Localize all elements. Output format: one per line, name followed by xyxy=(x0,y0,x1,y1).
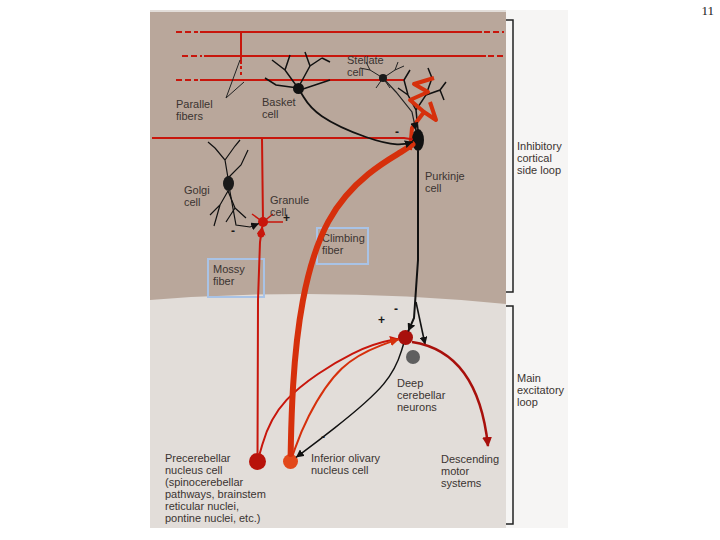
parallel-fibers xyxy=(152,32,505,138)
climbing-collateral xyxy=(293,340,398,455)
label-column xyxy=(506,10,568,528)
cell-body-shape xyxy=(283,454,298,469)
cell-label: Purkinje cell xyxy=(425,170,471,194)
climbing-fiber-terminal xyxy=(410,78,436,150)
sign-label: - xyxy=(321,431,333,443)
golgi-axon xyxy=(230,191,259,227)
cell-body xyxy=(412,129,424,151)
parallel-fiber xyxy=(182,55,202,57)
climbing-fiber xyxy=(291,144,413,454)
cell-body xyxy=(258,217,268,227)
parallel-fiber xyxy=(176,79,198,81)
loop-label: Main excitatory loop xyxy=(517,372,573,408)
parallel-fiber xyxy=(240,66,242,78)
deep-neuron xyxy=(406,350,420,364)
cell-body xyxy=(249,453,266,470)
cell-body xyxy=(283,454,298,469)
purkinje-soma: Purkinje cell xyxy=(412,129,424,151)
granule-axon xyxy=(262,138,412,217)
cell-body-shape xyxy=(258,217,268,227)
figure-background xyxy=(150,10,506,528)
stellate-soma: Stellate cell xyxy=(379,74,387,82)
olivary-soma: Inferior olivary nucleus cell xyxy=(283,454,298,469)
parallel-fiber xyxy=(152,137,262,139)
cell-body xyxy=(379,74,387,82)
cell-body xyxy=(293,83,304,94)
sign-label: - xyxy=(231,225,243,237)
sign-label: + xyxy=(283,212,295,224)
cell-label: Inferior olivary nucleus cell xyxy=(311,452,397,476)
precerebellar-soma: Precerebellar nucleus cell (spinocerebel… xyxy=(249,453,266,470)
sign-label: - xyxy=(395,126,407,138)
bracket xyxy=(506,306,513,524)
dendrite xyxy=(208,140,248,226)
nucleo-olivary-axon xyxy=(297,345,404,457)
cell-label: Stellate cell xyxy=(347,54,393,78)
cell-label: Golgi cell xyxy=(184,184,218,208)
basket-axon xyxy=(301,93,412,144)
cell-label: Deep cerebellar neurons xyxy=(397,377,453,413)
parallel-fiber xyxy=(200,31,482,33)
mossy-fiber xyxy=(258,227,263,453)
sign-label: + xyxy=(378,314,390,326)
parallel-fiber xyxy=(484,31,504,33)
cell-label: Basket cell xyxy=(262,96,302,120)
cell-body-shape xyxy=(398,330,413,345)
cell-body-shape xyxy=(249,453,266,470)
cell-body-shape xyxy=(223,176,234,191)
mossy-rosette xyxy=(258,231,265,238)
fiber-label: Mossy fiber xyxy=(209,260,263,287)
cell-label: Precerebellar nucleus cell (spinocerebel… xyxy=(165,452,269,524)
purkinje-dendrites xyxy=(398,68,446,130)
parallel-fiber xyxy=(488,55,505,57)
cortex-band xyxy=(150,12,506,304)
cell-label: Granule cell xyxy=(270,194,314,218)
page-number: 11 xyxy=(680,5,714,17)
dendrite xyxy=(398,68,446,130)
stellate-axon xyxy=(386,81,416,130)
fiber-label: Climbing fiber xyxy=(318,229,367,256)
granule-soma: Granule cell xyxy=(258,217,268,227)
parallel-fiber xyxy=(204,55,486,57)
cell-body xyxy=(223,176,234,191)
basket-soma: Basket cell xyxy=(293,83,304,94)
golgi-soma: Golgi cell xyxy=(223,176,234,191)
cell-body-shape xyxy=(293,83,304,94)
cell-body-shape xyxy=(379,74,387,82)
deep-neuron-soma: Deep cerebellar neurons xyxy=(398,330,413,345)
callout-box: Mossy fiber xyxy=(207,258,265,298)
cell-body-shape xyxy=(412,129,424,151)
callout-box: Climbing fiber xyxy=(316,227,369,265)
axon-branch xyxy=(416,302,425,344)
leader-line xyxy=(226,60,244,98)
bracket xyxy=(506,20,513,292)
cell-body xyxy=(398,330,413,345)
parallel-fiber xyxy=(240,32,242,64)
structure-label: Parallel fibers xyxy=(176,98,226,122)
sign-label: - xyxy=(394,303,406,315)
purkinje-axon xyxy=(408,151,418,331)
target-label: Descending motor systems xyxy=(441,453,503,489)
mossy-collateral xyxy=(260,339,398,453)
parallel-fiber xyxy=(176,31,198,33)
golgi-processes xyxy=(208,140,248,226)
loop-label: Inhibitory cortical side loop xyxy=(517,140,573,176)
